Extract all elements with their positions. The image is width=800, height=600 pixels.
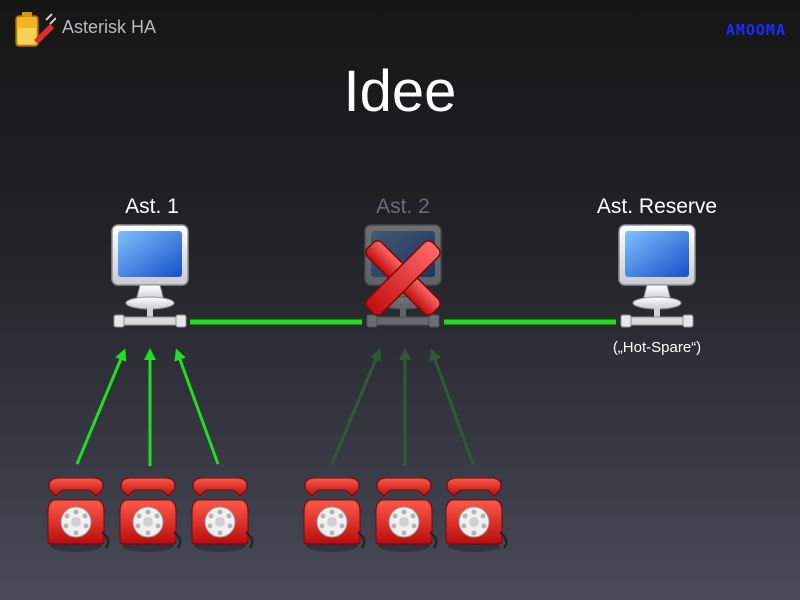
battery-plug-icon <box>15 12 56 47</box>
slide-title: Idee <box>343 59 457 124</box>
brand-logo-text: AMOOMA <box>725 21 786 39</box>
phone-icon-2 <box>119 477 182 553</box>
red-x-icon <box>365 240 441 316</box>
computer-icon-ast1 <box>111 224 189 328</box>
node-label-ast1: Ast. 1 <box>125 195 179 218</box>
phone-icon-1 <box>47 477 110 553</box>
arrow-phone4-ast2 <box>330 348 382 465</box>
phone-icon-4 <box>303 477 366 553</box>
phone-icon-6 <box>445 477 508 553</box>
arrow-phone3-ast1 <box>174 348 220 465</box>
node-sublabel-hot-spare: („Hot-Spare“) <box>612 339 702 356</box>
arrow-phone6-ast2 <box>429 348 475 465</box>
arrow-phone1-ast1 <box>75 348 127 465</box>
computer-icon-reserve <box>618 224 696 328</box>
phone-icon-5 <box>375 477 438 553</box>
node-label-ast2: Ast. 2 <box>376 195 430 218</box>
app-title: Asterisk HA <box>62 17 157 37</box>
node-label-reserve: Ast. Reserve <box>596 195 718 218</box>
phone-icon-3 <box>191 477 254 553</box>
